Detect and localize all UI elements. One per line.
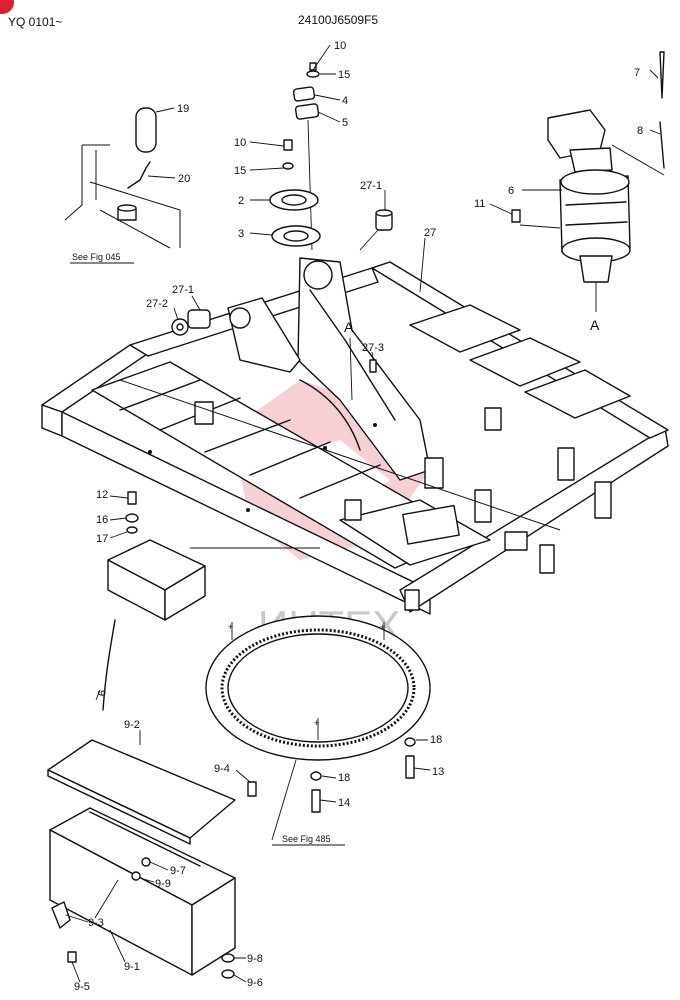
bushing-27-1 xyxy=(359,190,393,251)
callout-7: 7 xyxy=(634,67,640,79)
upper-frame xyxy=(41,257,669,615)
callout-9-4: 9-4 xyxy=(214,763,230,775)
callout-9-7: 9-7 xyxy=(170,865,186,877)
tank-and-filter-group: See Fig 045 xyxy=(64,107,181,264)
callout-8: 8 xyxy=(637,125,643,137)
callout-9-9: 9-9 xyxy=(155,878,171,890)
callout-9-8: 9-8 xyxy=(247,953,263,965)
callout-27: 27 xyxy=(424,227,436,239)
callout-11: 11 xyxy=(474,198,485,210)
bearing-bolts xyxy=(310,737,431,813)
callout-9-3: 9-3 xyxy=(88,917,104,929)
callout-27-2: 27-2 xyxy=(146,298,168,310)
callout-10b: 10 xyxy=(234,137,246,149)
section-a-marker: A xyxy=(344,319,354,335)
callout-20: 20 xyxy=(178,173,190,185)
swing-motor-group xyxy=(489,51,665,312)
callout-18a: 18 xyxy=(430,734,442,746)
callout-27-3: 27-3 xyxy=(362,342,384,354)
battery-box-group xyxy=(95,491,320,711)
callout-9-6: 9-6 xyxy=(247,977,263,989)
swing-bearing: + + + See Fig 485 xyxy=(205,615,431,846)
callout-9: 9 xyxy=(95,690,107,696)
corner-mark-icon xyxy=(0,0,14,14)
callout-13: 13 xyxy=(432,766,444,778)
svg-text:+: + xyxy=(380,622,385,632)
callout-9-5: 9-5 xyxy=(74,981,90,993)
section-a-detail-marker: A xyxy=(590,317,600,333)
pin-and-plate-group xyxy=(249,44,341,251)
ref-fig-045: See Fig 045 xyxy=(72,252,121,262)
callout-15: 15 xyxy=(338,69,350,81)
callout-2: 2 xyxy=(238,195,244,207)
callout-3: 3 xyxy=(238,228,244,240)
callout-15b: 15 xyxy=(234,165,246,177)
callout-27-1a: 27-1 xyxy=(360,180,382,192)
callout-17: 17 xyxy=(96,533,108,545)
tool-box-group xyxy=(47,730,257,983)
callout-9-2: 9-2 xyxy=(124,719,140,731)
callout-10: 10 xyxy=(334,40,346,52)
pin-bushing-left xyxy=(171,295,377,373)
callout-12: 12 xyxy=(96,489,108,501)
callout-9-1: 9-1 xyxy=(124,961,140,973)
callout-16: 16 xyxy=(96,514,108,526)
callout-6: 6 xyxy=(508,185,514,197)
svg-text:+: + xyxy=(314,718,319,728)
callout-27-1b: 27-1 xyxy=(172,284,194,296)
callout-18b: 18 xyxy=(338,772,350,784)
part-number: 24100J6509F5 xyxy=(298,13,378,27)
callout-19: 19 xyxy=(177,103,189,115)
ref-fig-485: See Fig 485 xyxy=(282,834,331,844)
callout-14: 14 xyxy=(338,797,350,809)
serial-range: YQ 0101~ xyxy=(8,15,62,29)
callout-5: 5 xyxy=(342,117,348,129)
callout-4: 4 xyxy=(342,95,348,107)
lead-27 xyxy=(419,237,426,293)
svg-text:+: + xyxy=(228,622,233,632)
